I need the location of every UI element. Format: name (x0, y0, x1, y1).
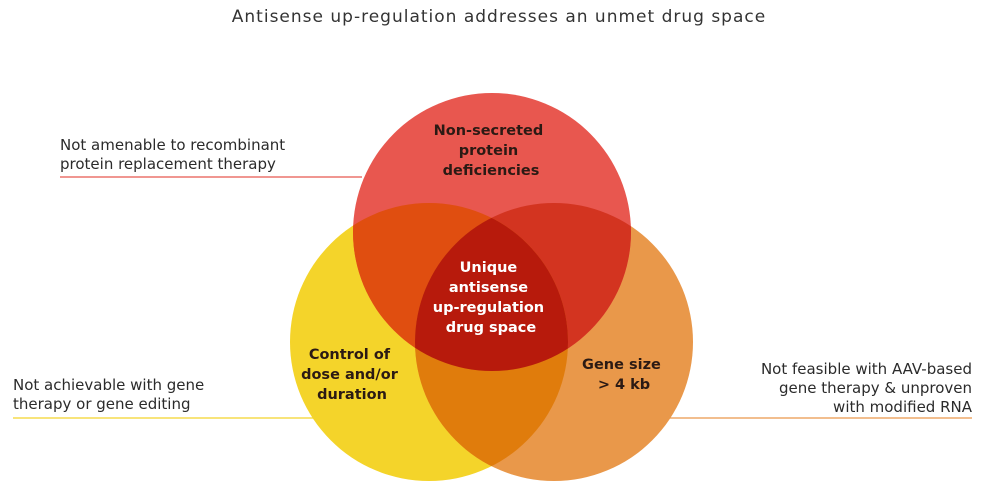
label-line: > 4 kb (598, 377, 650, 393)
annotation-line: gene therapy & unproven (778, 379, 972, 397)
label-line: drug space (446, 320, 537, 336)
annotation-line: with modified RNA (833, 398, 972, 416)
right-annotation: Not feasible with AAV-based gene therapy… (761, 360, 972, 417)
annotation-line: Not feasible with AAV-based (760, 360, 972, 378)
label-line: Control of (309, 347, 391, 363)
label-line: up-regulation (433, 300, 544, 316)
label-line: dose and/or (301, 367, 399, 383)
label-line: duration (317, 387, 387, 403)
top-left-annotation: Not amenable to recombinant protein repl… (60, 136, 285, 174)
annotation-line: Not amenable to recombinant (60, 136, 286, 154)
label-line: protein (459, 143, 519, 159)
annotation-line: Not achievable with gene (13, 376, 205, 394)
annotation-line: protein replacement therapy (60, 155, 276, 173)
label-line: Unique (460, 260, 518, 276)
annotation-line: therapy or gene editing (13, 395, 191, 413)
left-circle-label: Control of dose and/or duration (301, 347, 403, 403)
label-line: antisense (449, 280, 528, 296)
label-line: Non-secreted (434, 123, 544, 139)
top-circle-label: Non-secreted protein deficiencies (434, 123, 549, 179)
label-line: Gene size (582, 357, 661, 373)
center-overlap (415, 203, 568, 371)
label-line: deficiencies (443, 163, 540, 179)
right-circle-label: Gene size > 4 kb (582, 357, 666, 393)
bottom-left-annotation: Not achievable with gene therapy or gene… (13, 376, 204, 414)
center-label: Unique antisense up-regulation drug spac… (433, 260, 549, 336)
diagram-title: Antisense up-regulation addresses an unm… (231, 7, 767, 27)
